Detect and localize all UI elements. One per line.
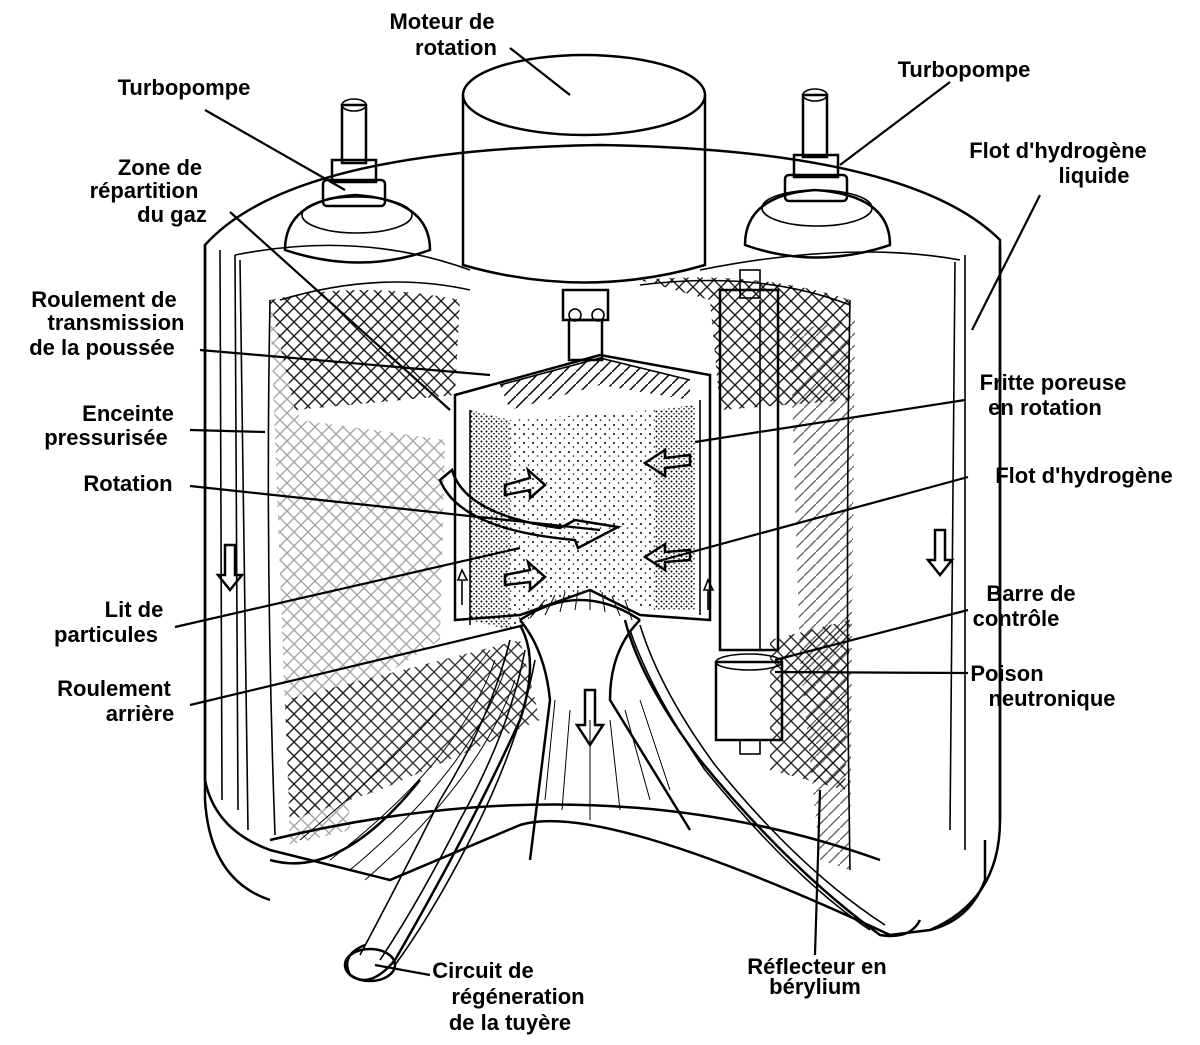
leader-lines (174, 47, 1041, 977)
return-tube-right (623, 619, 922, 938)
hydrogen-flow-pipe-right (925, 245, 1002, 932)
hydrogen-flow-pipe-left (203, 245, 271, 902)
label-zone-2: répartition (90, 178, 199, 203)
label-turbopompe-right: Turbopompe (898, 57, 1031, 82)
label-reflecteur-1: Réflecteur en (747, 954, 886, 979)
label-barre-2: contrôle (973, 606, 1060, 631)
label-roulement-arr-2: arrière (106, 701, 175, 726)
label-moteur-1: Moteur de (389, 9, 494, 34)
label-circuit-2: régéneration (451, 984, 584, 1009)
label-fritte-2: en rotation (988, 395, 1102, 420)
label-lit-2: particules (54, 622, 158, 647)
label-enceinte-1: Enceinte (82, 401, 174, 426)
label-roulement-trans-1: Roulement de (31, 287, 176, 312)
control-rod (714, 269, 784, 755)
label-enceinte-2: pressurisée (44, 425, 168, 450)
label-turbopompe-left: Turbopompe (118, 75, 251, 100)
label-roulement-trans-3: de la poussée (29, 335, 175, 360)
rotating-porous-frit (438, 353, 715, 630)
turbopump-right (743, 88, 892, 259)
label-flot-h2: Flot d'hydrogène (995, 463, 1173, 488)
labels: Moteur de rotation Turbopompe Turbopompe… (29, 9, 1173, 1035)
label-reflecteur-2: bérylium (769, 974, 861, 999)
turbopump-left (283, 98, 432, 264)
label-flot-liquide-2: liquide (1059, 163, 1130, 188)
label-flot-liquide-1: Flot d'hydrogène (969, 138, 1147, 163)
label-poison-2: neutronique (988, 686, 1115, 711)
label-moteur-2: rotation (415, 35, 497, 60)
label-lit-1: Lit de (105, 597, 164, 622)
label-barre-1: Barre de (986, 581, 1075, 606)
label-zone-1: Zone de (118, 155, 202, 180)
label-roulement-trans-2: transmission (48, 310, 185, 335)
nozzle-regeneration-circuit (269, 624, 536, 983)
label-zone-3: du gaz (137, 202, 207, 227)
label-circuit-3: de la tuyère (449, 1010, 571, 1035)
label-roulement-arr-1: Roulement (57, 676, 171, 701)
label-fritte-1: Fritte poreuse (980, 370, 1127, 395)
label-poison-1: Poison (970, 661, 1043, 686)
rotation-motor (461, 53, 707, 362)
beryllium-reflector (267, 277, 855, 871)
nozzle (519, 589, 692, 861)
pressure-vessel (203, 143, 1002, 937)
label-rotation: Rotation (83, 471, 172, 496)
label-circuit-1: Circuit de (432, 958, 533, 983)
